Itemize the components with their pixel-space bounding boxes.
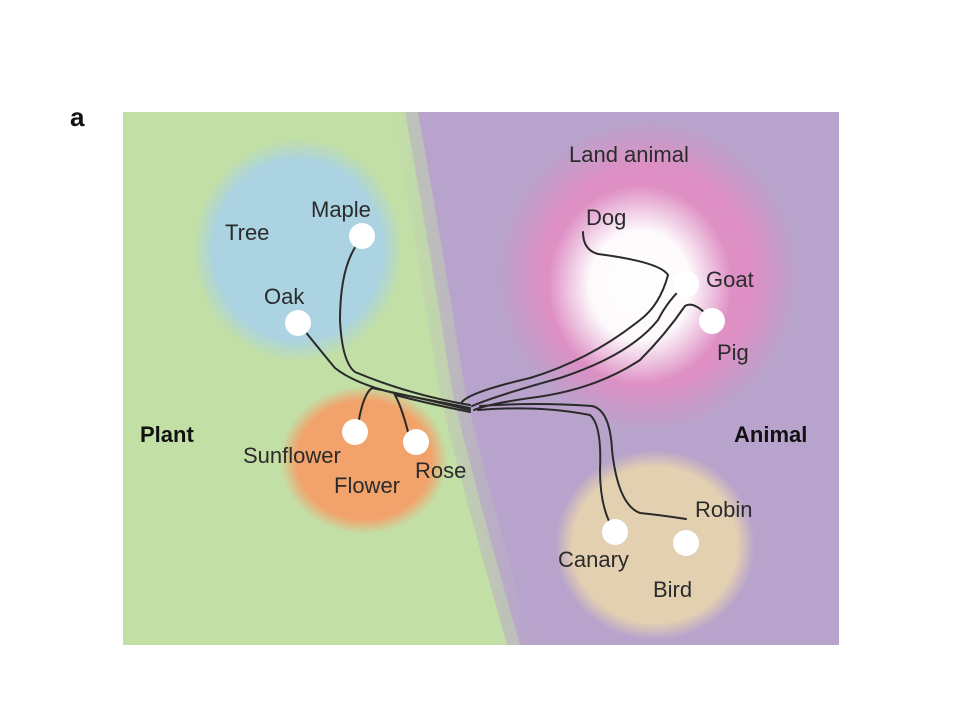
branch-sunflower (356, 386, 471, 433)
label-rose: Rose (415, 458, 466, 483)
dot-goat (673, 271, 699, 297)
label-robin: Robin (695, 497, 752, 522)
panel-letter: a (70, 102, 85, 132)
label-plant: Plant (140, 422, 194, 447)
tree-cluster (193, 138, 403, 362)
dot-sunflower (342, 419, 368, 445)
branch-robin (479, 403, 687, 520)
plot-panel (123, 112, 839, 645)
item-dots (285, 223, 725, 556)
dot-pig (699, 308, 725, 334)
branch-canary (477, 407, 616, 533)
label-pig: Pig (717, 340, 749, 365)
branch-maple (338, 237, 471, 406)
label-tree: Tree (225, 220, 269, 245)
label-flower: Flower (334, 473, 400, 498)
label-dog: Dog (586, 205, 626, 230)
label-animal: Animal (734, 422, 807, 447)
label-land-animal: Land animal (569, 142, 689, 167)
dot-rose (403, 429, 429, 455)
dot-maple (349, 223, 375, 249)
trajectory-lines (299, 231, 713, 533)
label-maple: Maple (311, 197, 371, 222)
branch-rose (393, 393, 471, 441)
dot-oak (285, 310, 311, 336)
dot-canary (602, 519, 628, 545)
land-animal-core (548, 185, 732, 385)
branch-goat (471, 283, 687, 407)
dot-robin (673, 530, 699, 556)
plant-animal-boundary (392, 112, 533, 645)
label-oak: Oak (264, 284, 305, 309)
label-canary: Canary (558, 547, 629, 572)
label-goat: Goat (706, 267, 754, 292)
branch-pig (473, 303, 713, 411)
label-sunflower: Sunflower (243, 443, 341, 468)
label-bird: Bird (653, 577, 692, 602)
branch-dog (461, 231, 670, 403)
bird-cluster (555, 450, 755, 640)
